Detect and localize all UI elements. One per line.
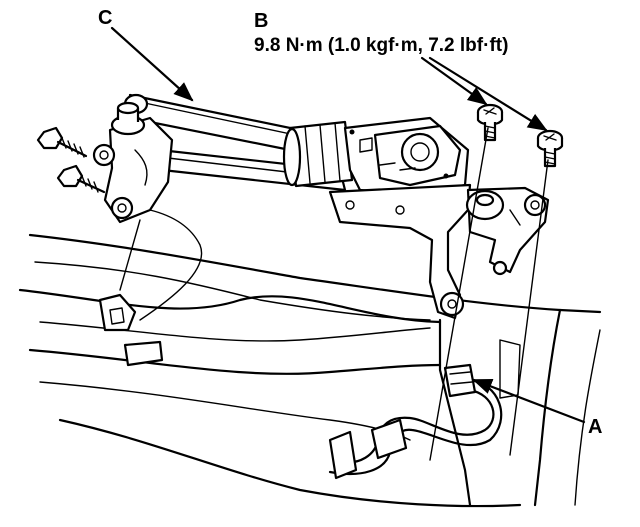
cowl-clip bbox=[98, 293, 164, 367]
torque-spec-label: 9.8 N·m (1.0 kgf·m, 7.2 lbf·ft) bbox=[254, 35, 509, 56]
bolt-b-left bbox=[476, 103, 504, 142]
leader-lines bbox=[119, 127, 549, 461]
bolt-b-right bbox=[536, 129, 564, 168]
mounting-bracket bbox=[328, 183, 472, 320]
wire-harness bbox=[328, 363, 503, 480]
left-bolt-lower bbox=[56, 164, 106, 194]
right-pivot bbox=[465, 186, 550, 276]
arrow-b-left bbox=[420, 56, 488, 106]
callout-b-label: B bbox=[254, 10, 269, 32]
callout-c-label: C bbox=[98, 7, 113, 29]
left-bolt-upper bbox=[36, 126, 88, 158]
arrow-b-right bbox=[428, 56, 548, 132]
arrow-a bbox=[472, 378, 586, 424]
cowl-panel bbox=[18, 233, 602, 508]
callout-a-label: A bbox=[588, 416, 603, 438]
arrow-c bbox=[110, 26, 194, 102]
wiper-motor bbox=[282, 116, 470, 197]
